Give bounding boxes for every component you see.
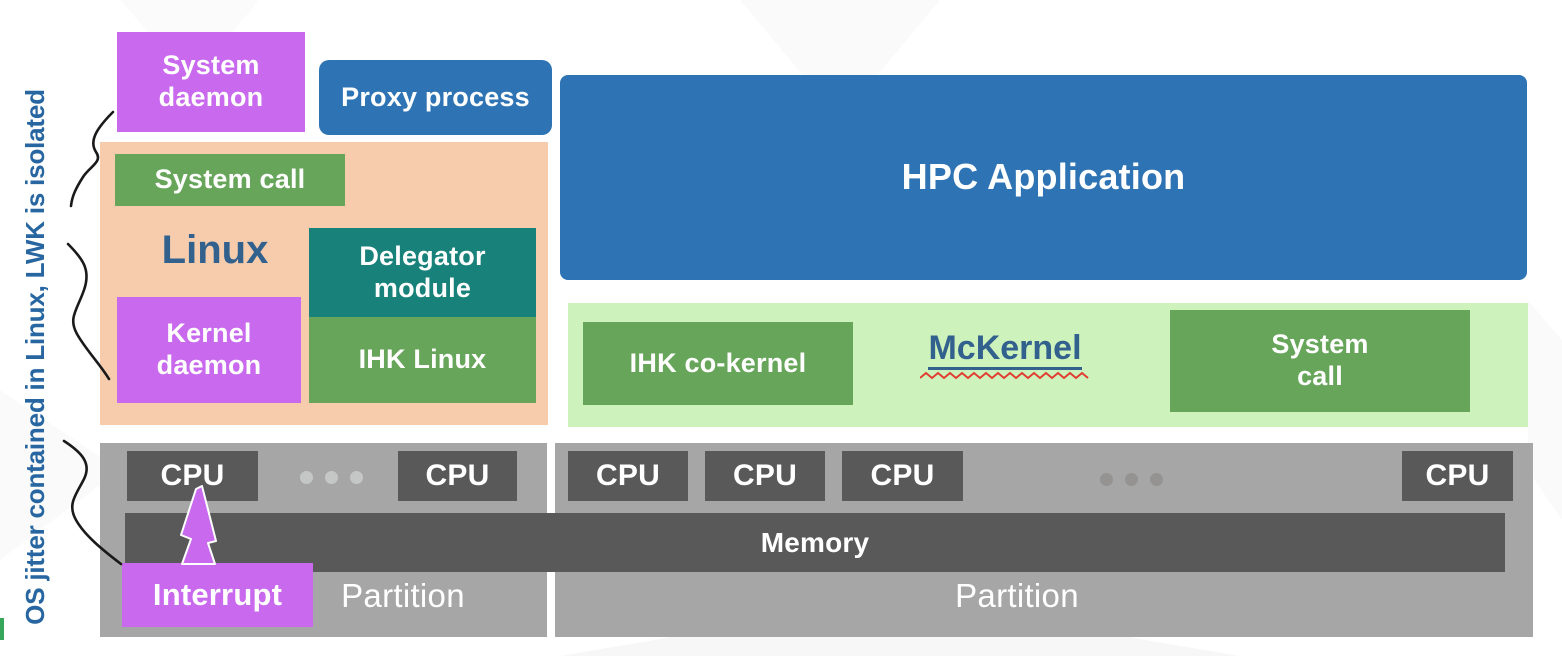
cpu-box: CPU: [1402, 451, 1513, 501]
kernel-daemon-box: Kernel daemon: [117, 297, 301, 403]
interrupt-box: Interrupt: [122, 563, 313, 627]
proxy-process-box: Proxy process: [319, 60, 552, 135]
partition-label-right: Partition: [955, 577, 1079, 614]
spellcheck-squiggle-icon: [920, 372, 1089, 380]
decoration-green-mark: [0, 618, 4, 640]
mckernel-label-group: McKernel: [905, 329, 1105, 380]
cpu-box: CPU: [842, 451, 963, 501]
cpu-box: CPU: [398, 451, 517, 501]
ihk-linux-box: IHK Linux: [309, 317, 536, 403]
system-call-linux-box: System call: [115, 154, 345, 206]
cpu-box: CPU: [568, 451, 688, 501]
side-note-vertical-text: OS jitter contained in Linux, LWK is iso…: [20, 89, 50, 625]
partition-label-left: Partition: [341, 577, 465, 614]
ellipsis-dots-left: [300, 471, 363, 484]
hpc-application-box: HPC Application: [560, 75, 1527, 280]
cpu-box: CPU: [127, 451, 258, 501]
mckernel-label: McKernel: [928, 329, 1082, 371]
memory-bar: Memory: [125, 513, 1505, 572]
ellipsis-dots-right: [1100, 473, 1163, 486]
delegator-module-box: Delegator module: [309, 228, 536, 317]
ihk-co-kernel-box: IHK co-kernel: [583, 322, 853, 405]
linux-label: Linux: [161, 228, 269, 272]
system-call-mckernel-box: System call: [1170, 310, 1470, 412]
system-daemon-box: System daemon: [117, 32, 305, 132]
cpu-box: CPU: [705, 451, 825, 501]
